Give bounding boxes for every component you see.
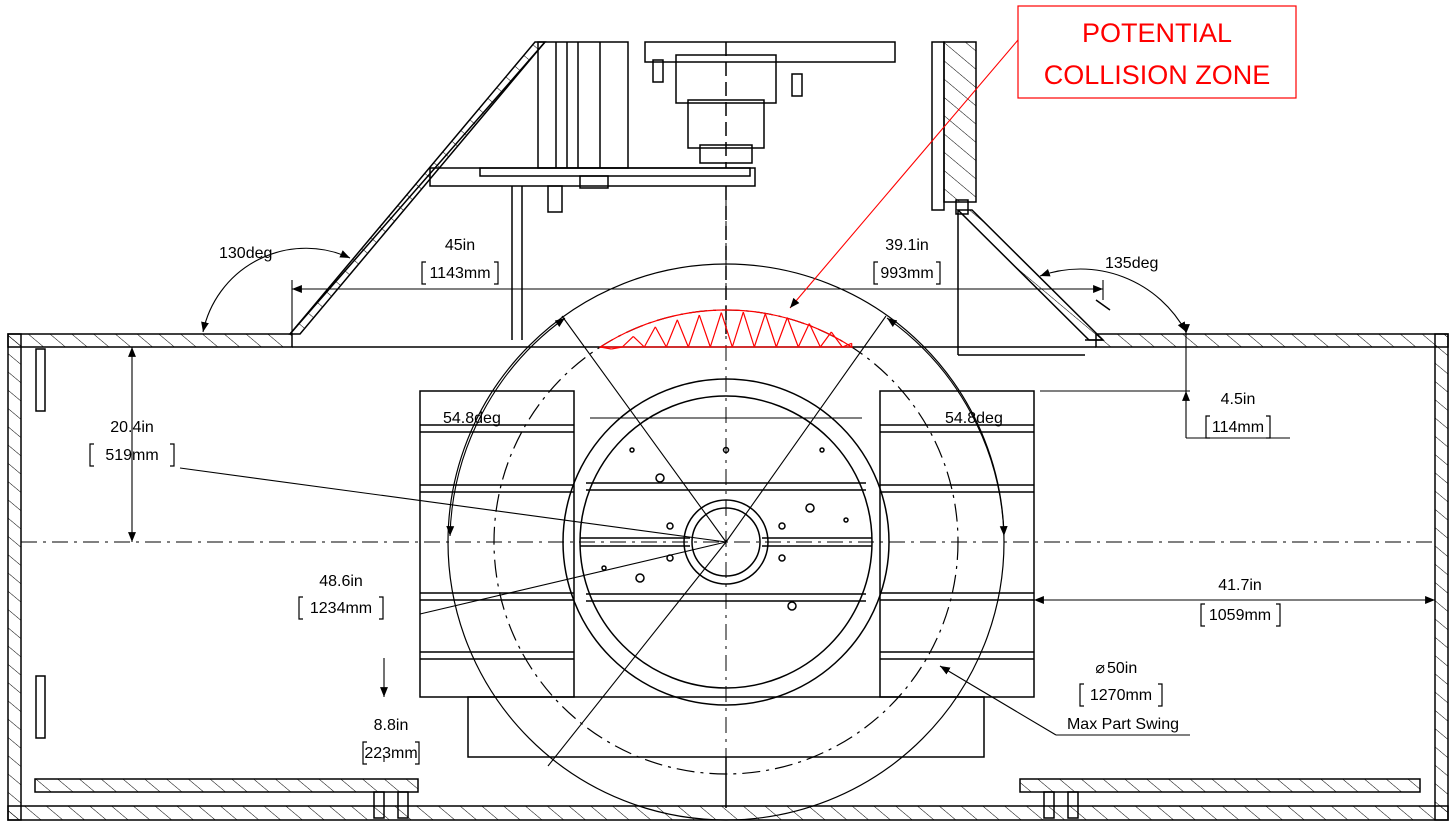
collision-hatch-line [600,346,612,350]
collision-hatch-line [819,331,832,348]
label-114mm: 114mm [1212,419,1264,436]
collision-hatch-line [742,311,755,348]
collision-hatch-line [687,314,700,348]
collision-hatch-line [830,331,843,348]
label-519mm: 519mm [105,447,158,464]
label-left-swing-angle: 54.8deg [443,410,501,427]
collision-hatch-line [643,326,656,348]
label-223mm: 223mm [364,745,417,762]
label-41-7in: 41.7in [1218,577,1262,594]
collision-hatch-line [709,312,722,348]
mm-brackets [89,261,1281,765]
label-45in: 45in [445,237,475,254]
collision-hatch-line [676,319,689,348]
diameter-symbol: ⌀ [1095,660,1105,677]
callout-line-2: COLLISION ZONE [1044,60,1271,90]
label-20-4in: 20.4in [110,419,154,436]
collision-hatch-line [698,314,711,348]
collision-hatch-line [665,319,678,348]
collision-zone [598,309,854,350]
collision-hatch-line [731,311,744,348]
label-1270mm: 1270mm [1090,687,1152,704]
label-right-swing-angle: 54.8deg [945,410,1003,427]
collision-hatch-line [654,326,667,348]
label-8-8in: 8.8in [374,717,409,734]
collision-hatch-line [775,317,788,348]
bottom-wall [7,805,1449,821]
label-max-part-swing: Max Part Swing [1067,716,1179,733]
spindle-head [288,41,896,340]
label-135deg: 135deg [1105,255,1158,272]
dimension-labels: 130deg 135deg 54.8deg 54.8deg 45in 1143m… [105,237,1271,762]
label-48-6in: 48.6in [319,573,363,590]
collision-hatch-line [632,336,645,348]
swing-arc [447,263,1005,821]
collision-callout: POTENTIAL COLLISION ZONE [1017,5,1297,99]
collision-hatch-line [797,323,810,348]
collision-hatch-line [753,313,766,348]
top-wall-left [7,333,293,348]
enclosure [7,333,1449,821]
bottom-ledge-right [1019,778,1421,793]
label-39in: 39.1in [885,237,929,254]
rotary-table-base [419,378,1035,808]
label-1234mm: 1234mm [310,600,372,617]
center-lines [21,190,1435,760]
top-wall-right [1095,333,1449,348]
right-wall [1434,333,1449,821]
collision-hatch-line [808,323,821,348]
collision-hatch-line [764,313,777,348]
label-4-5in: 4.5in [1221,391,1256,408]
collision-hatch-line [621,336,634,348]
label-50in: 50in [1107,660,1137,677]
label-993mm: 993mm [880,265,933,282]
bottom-ledge-left [34,778,419,793]
collision-hatch-line [842,342,852,348]
callout-line-1: POTENTIAL [1082,18,1232,48]
collision-hatch-line [720,312,733,348]
left-wall [7,333,22,821]
label-130deg: 130deg [219,245,272,262]
label-1059mm: 1059mm [1209,607,1271,624]
collision-hatch-line [611,346,623,350]
label-1143mm: 1143mm [429,265,490,282]
dimension-lines [128,39,1435,767]
callout-box [1017,5,1297,99]
collision-hatch-line [786,317,799,348]
